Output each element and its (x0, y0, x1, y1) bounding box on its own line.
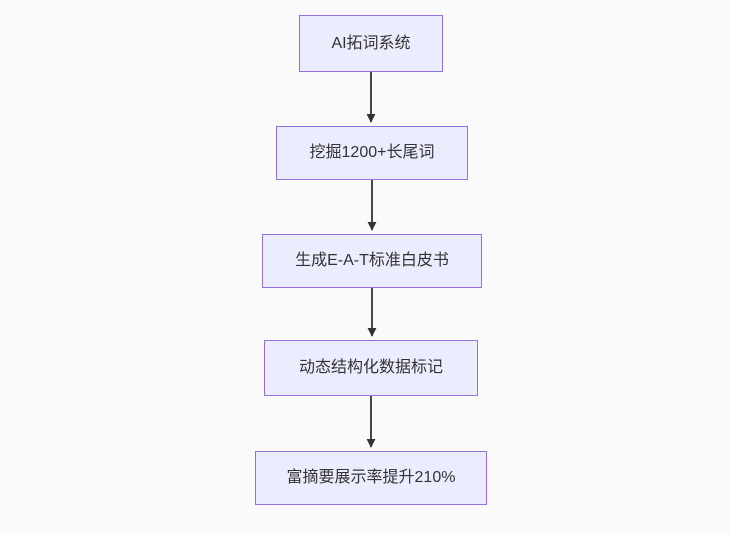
flow-node-ai-word-expansion-system: AI拓词系统 (299, 15, 443, 72)
flow-node-generate-eat-whitepaper: 生成E-A-T标准白皮书 (262, 234, 482, 288)
flow-node-rich-snippet-rate-increase: 富摘要展示率提升210% (255, 451, 487, 505)
flow-node-dynamic-structured-data-markup: 动态结构化数据标记 (264, 340, 478, 396)
flow-node-mine-longtail-keywords: 挖掘1200+长尾词 (276, 126, 468, 180)
